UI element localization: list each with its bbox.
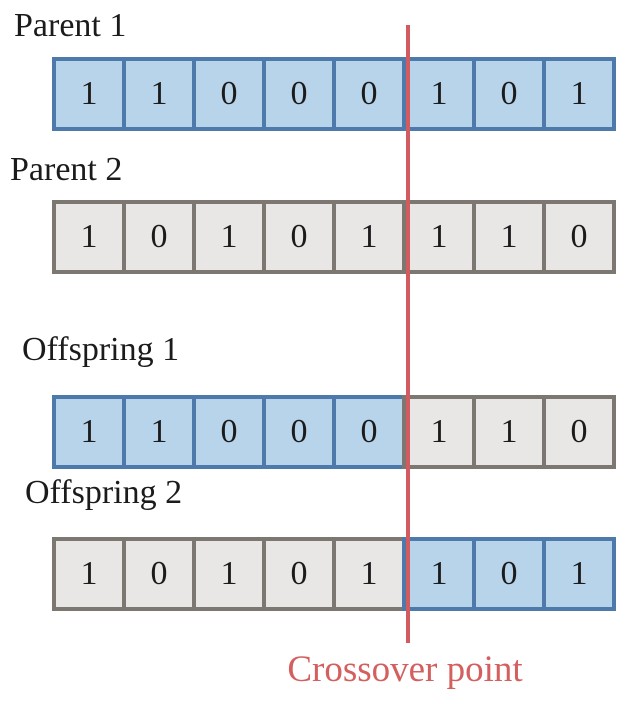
bit-cell: 1 (542, 537, 616, 611)
bit-cell: 0 (472, 537, 546, 611)
crossover-point-line (406, 25, 410, 643)
parent1-label: Parent 1 (14, 7, 127, 44)
bit-cell: 1 (402, 537, 476, 611)
bit-cell: 0 (262, 537, 336, 611)
bit-cell: 1 (52, 200, 126, 274)
offspring1-row: 1 1 0 0 0 1 1 0 (52, 395, 616, 469)
parent2-row: 1 0 1 0 1 1 1 0 (52, 200, 616, 274)
bit-cell: 0 (542, 395, 616, 469)
bit-cell: 1 (542, 57, 616, 131)
bit-cell: 1 (332, 200, 406, 274)
bit-cell: 1 (192, 200, 266, 274)
bit-cell: 1 (402, 200, 476, 274)
bit-cell: 0 (262, 200, 336, 274)
bit-cell: 0 (122, 200, 196, 274)
bit-cell: 0 (122, 537, 196, 611)
bit-cell: 0 (262, 57, 336, 131)
bit-cell: 1 (472, 200, 546, 274)
bit-cell: 1 (332, 537, 406, 611)
parent2-label: Parent 2 (10, 151, 123, 188)
offspring2-row: 1 0 1 0 1 1 0 1 (52, 537, 616, 611)
bit-cell: 1 (402, 395, 476, 469)
bit-cell: 0 (262, 395, 336, 469)
bit-cell: 0 (192, 57, 266, 131)
bit-cell: 1 (52, 395, 126, 469)
bit-cell: 1 (402, 57, 476, 131)
bit-cell: 1 (52, 57, 126, 131)
bit-cell: 1 (192, 537, 266, 611)
bit-cell: 1 (472, 395, 546, 469)
bit-cell: 1 (122, 57, 196, 131)
offspring1-label: Offspring 1 (22, 331, 180, 368)
bit-cell: 1 (122, 395, 196, 469)
bit-cell: 0 (332, 395, 406, 469)
bit-cell: 0 (192, 395, 266, 469)
bit-cell: 0 (332, 57, 406, 131)
bit-cell: 1 (52, 537, 126, 611)
bit-cell: 0 (472, 57, 546, 131)
parent1-row: 1 1 0 0 0 1 0 1 (52, 57, 616, 131)
bit-cell: 0 (542, 200, 616, 274)
crossover-point-caption: Crossover point (287, 649, 523, 690)
offspring2-label: Offspring 2 (25, 474, 183, 511)
